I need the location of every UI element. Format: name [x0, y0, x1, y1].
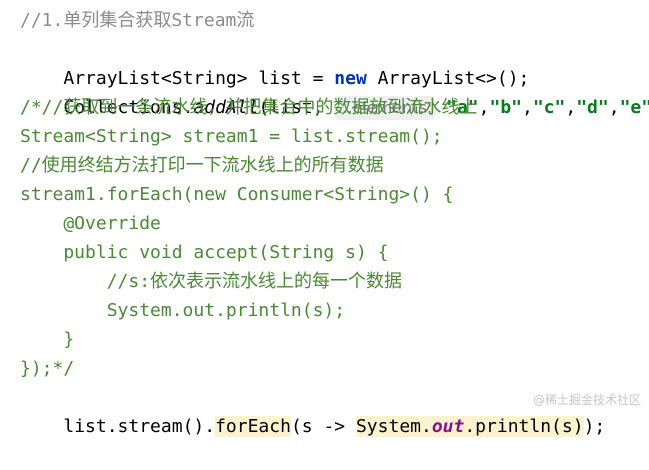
code-line-6: //使用终结方法打印一下流水线上的所有数据 — [20, 155, 384, 176]
code-editor[interactable]: //1.单列集合获取Stream流 ArrayList<String> list… — [0, 0, 649, 437]
string-literal: "b" — [489, 97, 522, 118]
string-literal: "e" — [619, 97, 649, 118]
method-foreach-highlight: forEach — [215, 416, 291, 437]
code-text: ); — [583, 416, 606, 437]
code-text: (s -> — [290, 416, 356, 437]
string-literal: "d" — [576, 97, 609, 118]
string-literal: "c" — [532, 97, 566, 118]
code-line-12: } — [20, 329, 75, 350]
code-text: Collections. — [63, 97, 194, 118]
watermark: @稀土掘金技术社区 — [532, 393, 641, 407]
code-line-11: System.out.println(s); — [20, 300, 346, 321]
code-text: System. — [355, 416, 432, 437]
code-line-5: Stream<String> stream1 = list.stream(); — [20, 126, 443, 147]
keyword-new: new — [334, 68, 367, 89]
string-literal: "a" — [446, 97, 479, 118]
parameter-hint: ...elements: — [334, 96, 436, 120]
code-line-8: @Override — [20, 213, 161, 234]
method-addall: addAll — [193, 97, 259, 118]
field-out: out — [431, 416, 465, 437]
code-text: (list, — [258, 97, 324, 118]
code-line-1: //1.单列集合获取Stream流 — [20, 10, 255, 31]
code-line-4: /*//获取到一条流水线，并把集合中的数据放到流水线上 — [20, 97, 478, 118]
code-text: ArrayList<String> list = — [63, 68, 335, 89]
code-line-9: public void accept(String s) { — [20, 242, 389, 263]
code-line-3: Collections.addAll(list, ...elements: "a… — [20, 64, 649, 120]
code-text: list.stream(). — [63, 416, 216, 437]
code-line-14: list.stream().forEach(s -> System.out.pr… — [20, 383, 605, 437]
code-text: .println(s) — [464, 416, 584, 437]
lambda-body-highlight: System.out.println(s) — [355, 416, 584, 437]
code-line-2: ArrayList<String> list = new ArrayList<>… — [20, 35, 529, 89]
code-line-13: });*/ — [20, 358, 75, 379]
code-text: ArrayList<>(); — [366, 68, 530, 89]
code-line-10: //s:依次表示流水线上的每一个数据 — [20, 271, 403, 292]
code-line-7: stream1.forEach(new Consumer<String>() { — [20, 184, 454, 205]
